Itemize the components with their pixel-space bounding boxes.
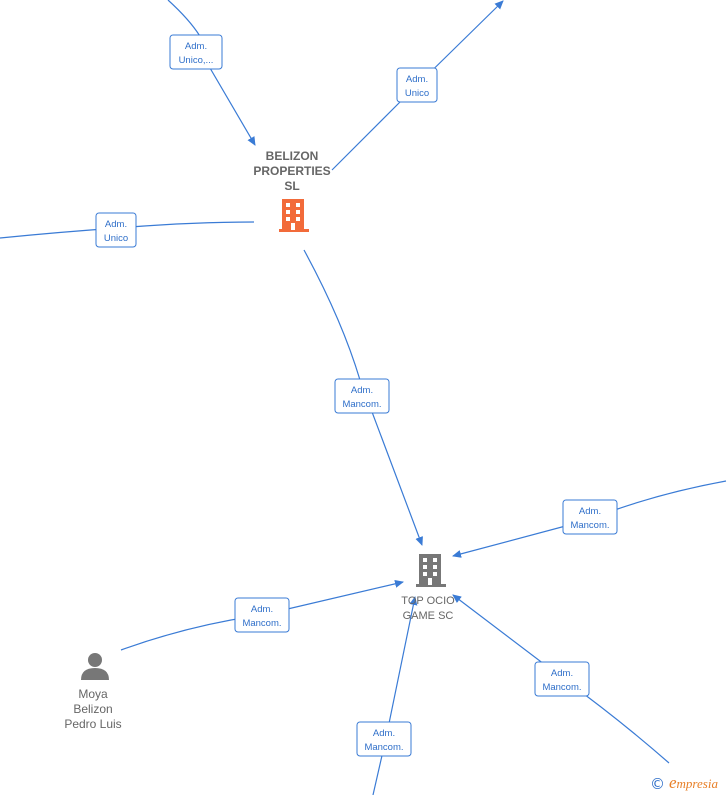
edge-label-line: Adm. xyxy=(351,385,373,396)
node-label-line: GAME SC xyxy=(403,610,454,622)
edge-label-line: Mancom. xyxy=(542,682,581,693)
edge-labels: Adm. Unico,... Adm. Unico Adm. Unico Adm… xyxy=(95,34,618,757)
edge-label-line: Adm. xyxy=(406,74,428,85)
edge-label-line: Unico xyxy=(104,233,128,244)
edge-label-left-to-belizon[interactable]: Adm. Unico xyxy=(95,212,137,248)
edge-label-line: Mancom. xyxy=(570,520,609,531)
node-label-line: BELIZON xyxy=(266,149,319,163)
copyright-icon: © xyxy=(650,775,665,793)
building-icon xyxy=(416,554,446,587)
node-label-line: Pedro Luis xyxy=(64,717,121,731)
building-icon xyxy=(279,199,309,232)
edge-label-belizon-to-topright[interactable]: Adm. Unico xyxy=(396,67,438,103)
edge-label-line: Adm. xyxy=(579,506,601,517)
edge-label-line: Mancom. xyxy=(342,399,381,410)
node-top-ocio-game[interactable]: TOP OCIO GAME SC xyxy=(401,554,455,622)
edge-label-bottomright-to-topocio[interactable]: Adm. Mancom. xyxy=(534,661,590,697)
edge-bottom-to-topocio[interactable] xyxy=(372,596,418,795)
edge-label-line: Adm. xyxy=(551,668,573,679)
edge-label-line: Unico,... xyxy=(179,55,214,66)
node-label-line: PROPERTIES xyxy=(253,164,330,178)
node-label-line: Moya xyxy=(78,687,108,701)
edge-label-line: Mancom. xyxy=(364,742,403,753)
edge-label-line: Unico xyxy=(405,88,429,99)
node-label-line: TOP OCIO xyxy=(401,595,455,607)
edge-label-line: Mancom. xyxy=(242,618,281,629)
footer-brand: © empresia xyxy=(650,773,718,793)
person-icon xyxy=(81,653,109,680)
edge-label-line: Adm. xyxy=(251,604,273,615)
edge-label-line: Adm. xyxy=(373,728,395,739)
edge-label-belizon-to-topocio[interactable]: Adm. Mancom. xyxy=(334,378,390,414)
brand-logo: empresia xyxy=(669,773,718,792)
node-moya-belizon[interactable]: Moya Belizon Pedro Luis xyxy=(64,653,122,731)
edge-top-to-belizon[interactable] xyxy=(167,0,256,146)
edge-label-moya-to-topocio[interactable]: Adm. Mancom. xyxy=(234,597,290,633)
edge-belizon-to-topocio[interactable] xyxy=(303,249,423,546)
node-label-line: Belizon xyxy=(73,702,112,716)
node-belizon-properties[interactable]: BELIZON PROPERTIES SL xyxy=(253,149,331,232)
edge-label-bottom-to-topocio[interactable]: Adm. Mancom. xyxy=(356,721,412,757)
node-label-line: SL xyxy=(284,179,299,193)
edge-label-top-to-belizon[interactable]: Adm. Unico,... xyxy=(169,34,223,70)
edge-label-line: Adm. xyxy=(185,41,207,52)
edge-label-line: Adm. xyxy=(105,219,127,230)
edge-label-right-to-topocio[interactable]: Adm. Mancom. xyxy=(562,499,618,535)
